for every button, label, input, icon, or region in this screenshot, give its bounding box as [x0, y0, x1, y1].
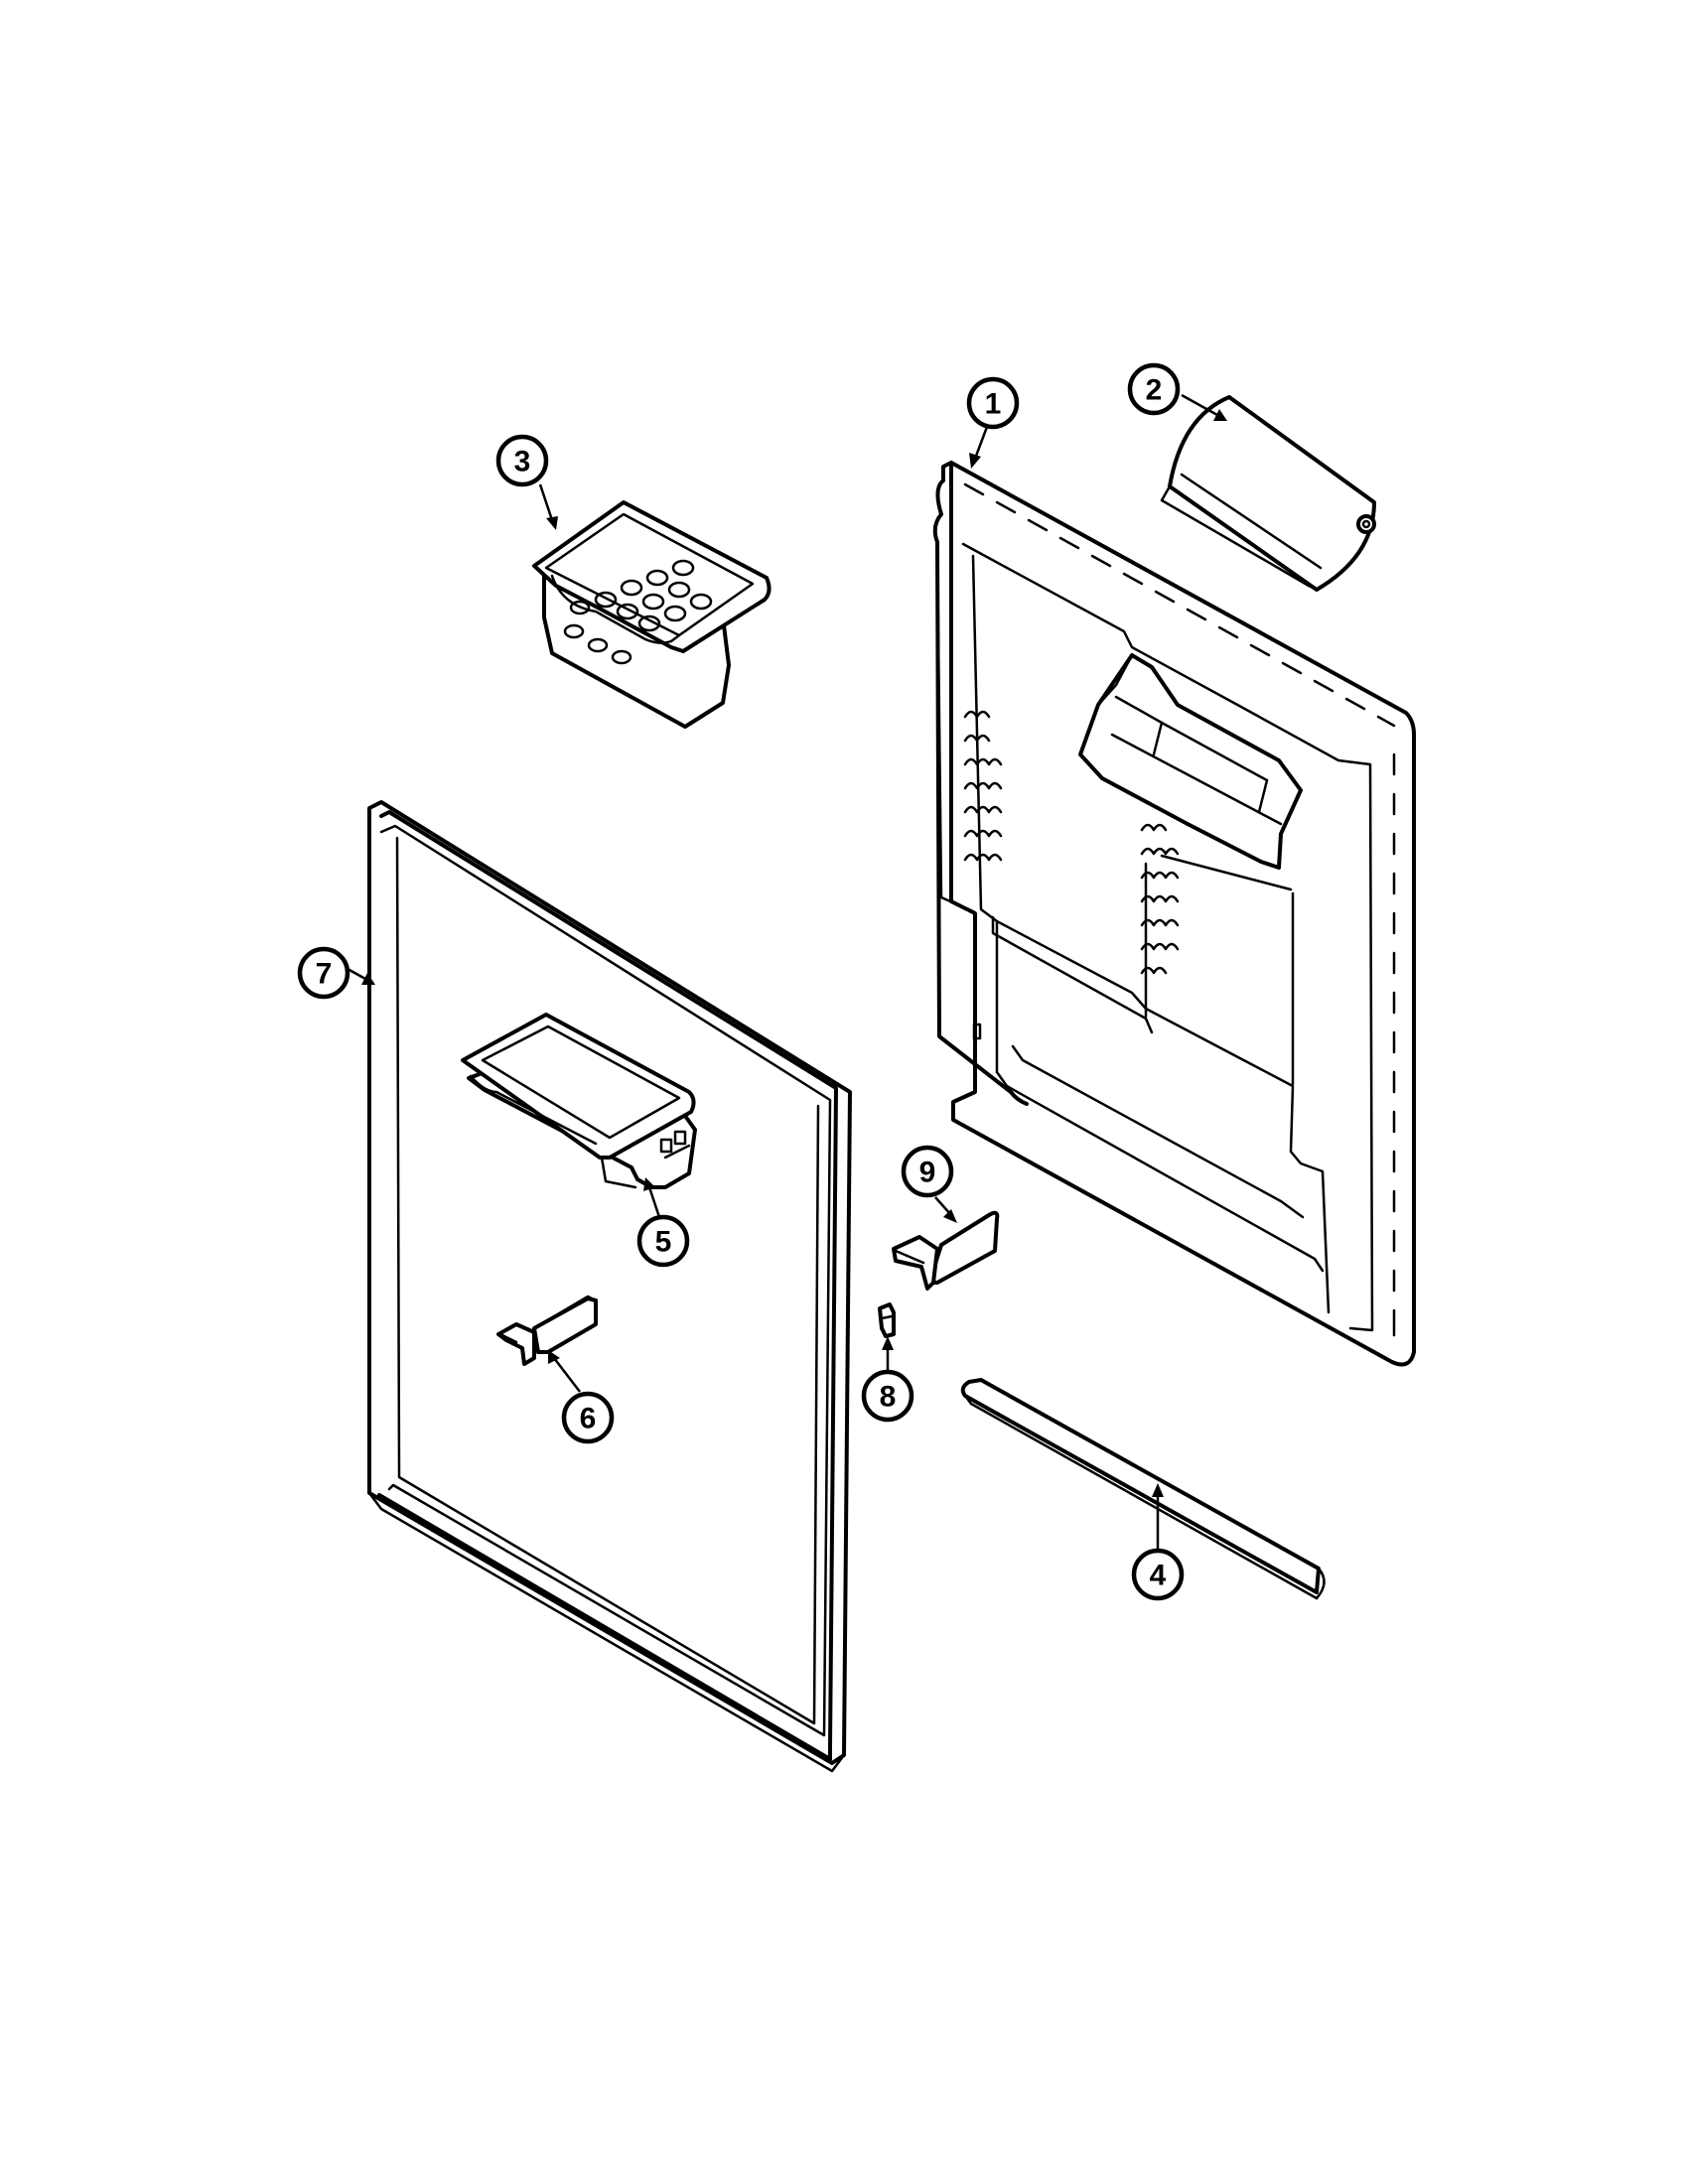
door-gasket-part [367, 800, 852, 1773]
callout-3-label: 3 [514, 446, 531, 478]
dairy-door-part [1160, 395, 1376, 592]
callout-6: 6 [561, 1391, 615, 1444]
callout-7-label: 7 [316, 958, 333, 991]
callout-4-label: 4 [1150, 1560, 1167, 1592]
callout-8-label: 8 [880, 1381, 897, 1414]
shelf-retainer-part [496, 1295, 598, 1366]
callout-1: 1 [966, 376, 1020, 430]
leader-lines [347, 393, 1227, 1551]
door-bin-part [461, 1013, 697, 1189]
callout-9: 9 [901, 1145, 954, 1198]
bracket-part [892, 1210, 1000, 1291]
callout-6-label: 6 [580, 1403, 597, 1435]
callout-2: 2 [1127, 362, 1181, 416]
callout-5-label: 5 [655, 1226, 672, 1259]
callout-7: 7 [297, 946, 351, 1000]
callout-2-label: 2 [1146, 374, 1163, 407]
callout-1-label: 1 [985, 388, 1002, 421]
door-liner-part [932, 461, 1416, 1367]
trim-strip-part [960, 1378, 1326, 1600]
callout-5: 5 [636, 1214, 690, 1268]
callout-8: 8 [861, 1369, 914, 1423]
callout-4: 4 [1131, 1548, 1185, 1601]
callout-9-label: 9 [919, 1157, 936, 1189]
callout-3: 3 [495, 434, 549, 487]
egg-bin-part [532, 500, 772, 729]
clip-part [878, 1302, 896, 1338]
